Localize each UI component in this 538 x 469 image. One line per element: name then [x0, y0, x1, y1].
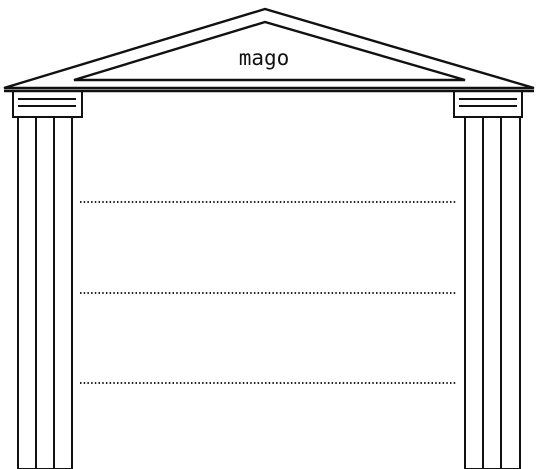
blank-lines [80, 202, 456, 383]
right-column [454, 91, 522, 469]
right-column-capital [454, 91, 522, 117]
pediment-title: mago [239, 46, 290, 70]
left-column [13, 91, 82, 469]
left-column-capital [13, 91, 82, 117]
right-column-shaft [465, 117, 520, 469]
left-column-shaft [18, 117, 72, 469]
